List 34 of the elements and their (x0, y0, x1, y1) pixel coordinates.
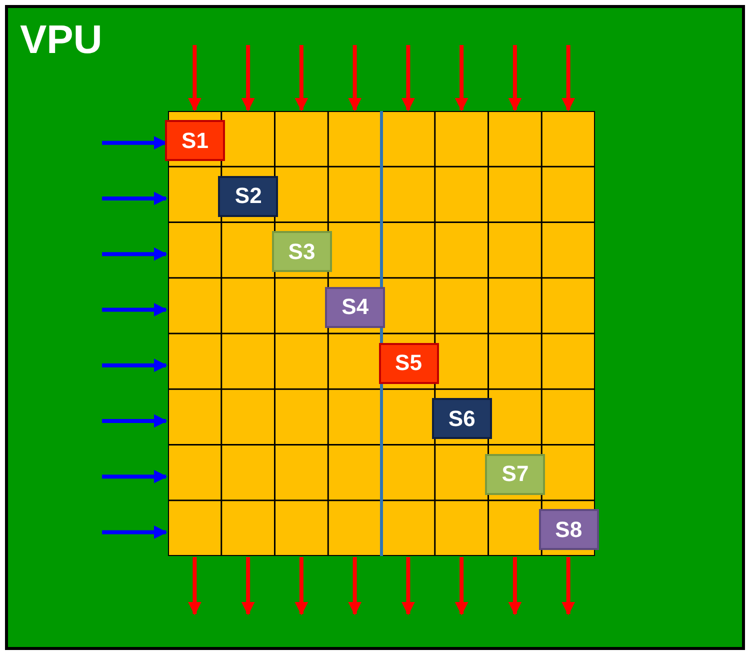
arrow (508, 557, 522, 616)
stage-box: S6 (432, 398, 492, 440)
arrow (508, 45, 522, 112)
arrow (188, 557, 202, 616)
arrow (401, 557, 415, 616)
stage-box: S5 (378, 342, 438, 384)
arrow (454, 557, 468, 616)
arrow (102, 358, 168, 372)
stage-box: S2 (218, 176, 278, 217)
arrow (102, 470, 168, 484)
panel-title: VPU (20, 20, 102, 60)
stage-box: S7 (485, 454, 546, 495)
arrow (562, 557, 576, 616)
arrow (562, 45, 576, 112)
arrow (241, 557, 255, 616)
arrow (102, 136, 168, 150)
stage-box: S8 (538, 509, 599, 550)
arrow (454, 45, 468, 112)
arrow (294, 557, 308, 616)
stage-box: S3 (272, 231, 332, 272)
arrow (188, 45, 202, 112)
processor-panel (5, 5, 745, 650)
arrow (348, 45, 362, 112)
stage-box: S1 (165, 120, 225, 161)
arrow (102, 525, 168, 539)
arrow (348, 557, 362, 616)
arrow (294, 45, 308, 112)
arrow (102, 302, 168, 316)
arrow (401, 45, 415, 112)
stage-box: S4 (325, 286, 386, 328)
arrow (241, 45, 255, 112)
arrow (102, 247, 168, 261)
arrow (102, 414, 168, 428)
arrow (102, 192, 168, 206)
